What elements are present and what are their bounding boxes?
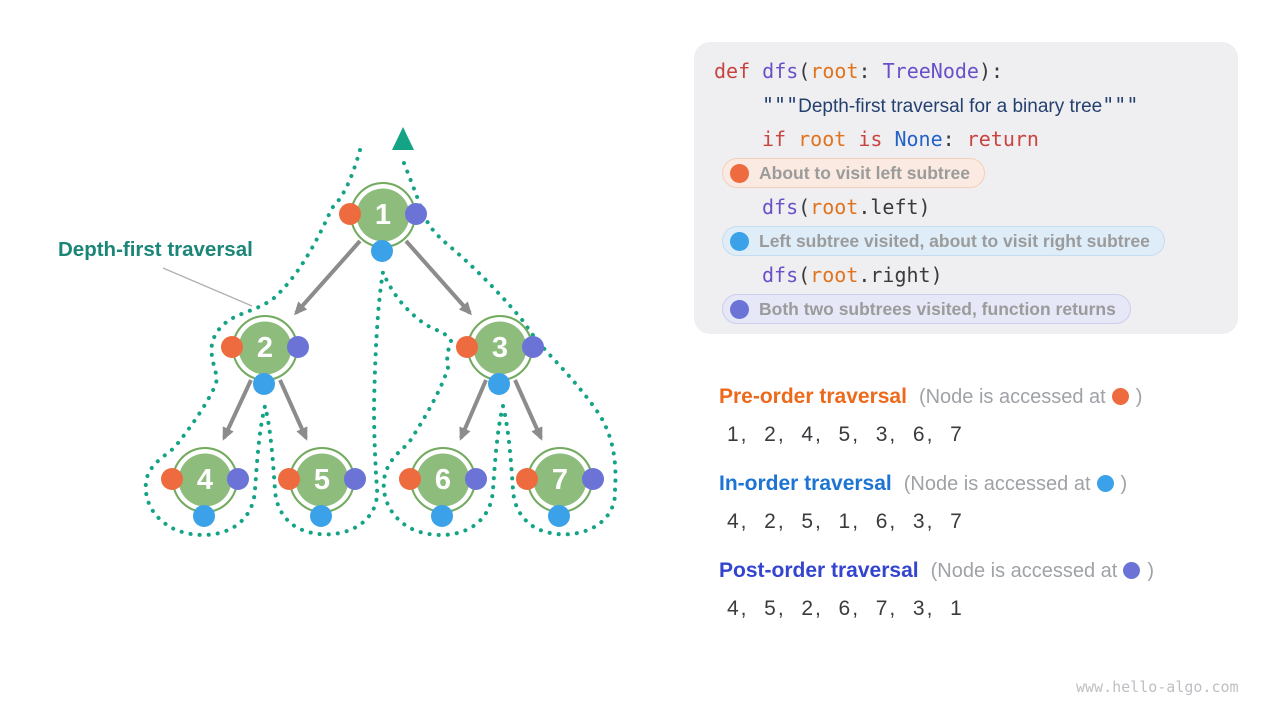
postorder-badge: Both two subtrees visited, function retu… <box>722 294 1131 324</box>
code-line-def: def dfs(root: TreeNode): <box>714 59 1004 83</box>
inorder-result-row: In-order traversal (Node is accessed at) <box>719 472 1127 496</box>
inorder-dot-icon <box>730 231 749 251</box>
postorder-result-label: Post-order traversal <box>719 559 919 582</box>
preorder-dot-icon <box>516 468 538 490</box>
tree-node-6: 6 <box>399 447 487 527</box>
note-prefix: (Node is accessed at <box>903 473 1091 495</box>
node-value: 7 <box>551 463 569 496</box>
code-line-dfs-left: dfs(root.left) <box>762 195 931 219</box>
preorder-dot-icon <box>1111 388 1129 405</box>
preorder-badge-label: About to visit left subtree <box>759 162 970 183</box>
postorder-dot-icon <box>465 468 487 490</box>
postorder-result-note: (Node is accessed at) <box>931 560 1154 582</box>
tree-node-1: 1 <box>339 182 427 262</box>
code-line-if: if root is None: return <box>762 127 1039 151</box>
tree-edge-2-4 <box>222 379 253 441</box>
note-suffix: ) <box>1135 386 1143 408</box>
node-value: 4 <box>196 463 214 496</box>
tree-node-7: 7 <box>516 447 604 527</box>
tree-edge-1-3 <box>404 239 472 316</box>
node-value: 6 <box>434 463 452 496</box>
inorder-dot-icon <box>371 240 393 262</box>
inorder-dot-icon <box>488 373 510 395</box>
code-line-docstring: """Depth-first traversal for a binary tr… <box>762 93 1139 117</box>
node-value: 2 <box>256 331 274 364</box>
tree-node-4: 4 <box>161 447 249 527</box>
preorder-sequence: 1, 2, 4, 5, 3, 6, 7 <box>727 423 964 446</box>
inorder-dot-icon <box>1096 475 1114 492</box>
watermark: www.hello-algo.com <box>1076 678 1239 696</box>
preorder-dot-icon <box>161 468 183 490</box>
postorder-dot-icon <box>405 203 427 225</box>
note-prefix: (Node is accessed at <box>918 386 1106 408</box>
postorder-result-row: Post-order traversal (Node is accessed at… <box>719 559 1154 583</box>
label-pointer-line <box>162 267 253 307</box>
note-suffix: ) <box>1147 560 1155 582</box>
note-suffix: ) <box>1120 473 1128 495</box>
inorder-result-note: (Node is accessed at) <box>904 473 1127 495</box>
node-value: 1 <box>374 198 392 231</box>
inorder-dot-icon <box>548 505 570 527</box>
postorder-dot-icon <box>344 468 366 490</box>
inorder-result-label: In-order traversal <box>719 472 892 495</box>
postorder-dot-icon <box>522 336 544 358</box>
code-line-dfs-right: dfs(root.right) <box>762 263 943 287</box>
tree-canvas <box>143 127 618 537</box>
inorder-dot-icon <box>310 505 332 527</box>
diagram-title: Depth-first traversal <box>58 238 253 261</box>
tree-node-2: 2 <box>221 315 309 395</box>
tree-edge-3-6 <box>459 379 488 441</box>
postorder-dot-icon <box>1123 562 1141 579</box>
inorder-badge-label: Left subtree visited, about to visit rig… <box>759 230 1150 251</box>
inorder-dot-icon <box>193 505 215 527</box>
inorder-sequence: 4, 2, 5, 1, 6, 3, 7 <box>727 510 964 533</box>
postorder-dot-icon <box>582 468 604 490</box>
tree-node-5: 5 <box>278 447 366 527</box>
inorder-dot-icon <box>431 505 453 527</box>
preorder-dot-icon <box>278 468 300 490</box>
postorder-dot-icon <box>227 468 249 490</box>
postorder-dot-icon <box>287 336 309 358</box>
traversal-path <box>143 148 618 537</box>
preorder-badge: About to visit left subtree <box>722 158 985 188</box>
preorder-result-note: (Node is accessed at) <box>919 386 1142 408</box>
tree-edge-1-2 <box>294 239 362 316</box>
inorder-dot-icon <box>253 373 275 395</box>
tree-edge-2-5 <box>278 379 308 441</box>
badge-row-preorder: About to visit left subtree <box>694 156 1238 190</box>
note-prefix: (Node is accessed at <box>930 560 1118 582</box>
tree-edge-3-7 <box>513 379 543 441</box>
postorder-sequence: 4, 5, 2, 6, 7, 3, 1 <box>727 597 964 620</box>
code-panel: def dfs(root: TreeNode): """Depth-first … <box>694 42 1238 334</box>
postorder-dot-icon <box>730 299 749 319</box>
preorder-dot-icon <box>399 468 421 490</box>
preorder-dot-icon <box>730 163 749 183</box>
postorder-badge-label: Both two subtrees visited, function retu… <box>759 298 1116 319</box>
preorder-dot-icon <box>339 203 361 225</box>
tree-node-3: 3 <box>456 315 544 395</box>
traversal-exit-arrow-icon <box>392 127 414 150</box>
badge-row-postorder: Both two subtrees visited, function retu… <box>694 292 1238 326</box>
node-value: 5 <box>313 463 331 496</box>
preorder-dot-icon <box>221 336 243 358</box>
node-value: 3 <box>491 331 509 364</box>
preorder-result-label: Pre-order traversal <box>719 385 907 408</box>
badge-row-inorder: Left subtree visited, about to visit rig… <box>694 224 1238 258</box>
preorder-dot-icon <box>456 336 478 358</box>
inorder-badge: Left subtree visited, about to visit rig… <box>722 226 1165 256</box>
preorder-result-row: Pre-order traversal (Node is accessed at) <box>719 385 1142 409</box>
